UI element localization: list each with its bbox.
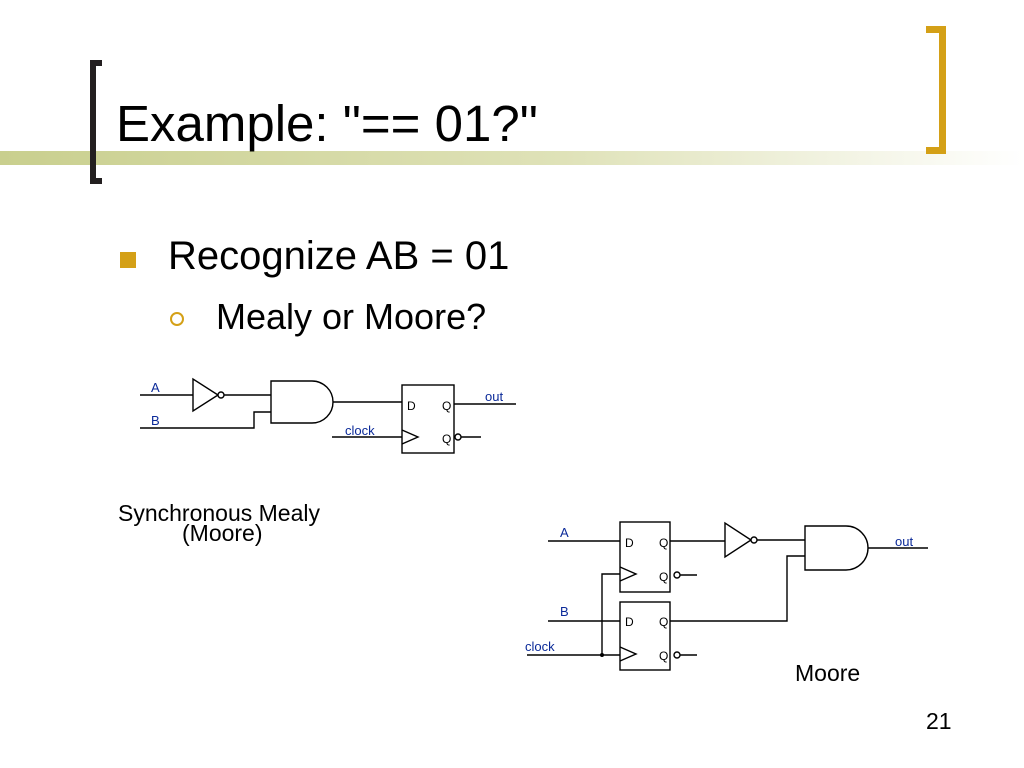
mealy-ff-d-label: D	[407, 399, 416, 413]
bullet-text: Recognize AB = 01	[168, 234, 510, 278]
mealy-inverter	[192, 377, 220, 413]
mealy-and-gate	[270, 380, 334, 424]
moore-input-b-label: B	[560, 604, 569, 619]
moore-and-gate	[804, 525, 869, 571]
moore-ff1-q-label: Q	[659, 536, 668, 550]
page-number: 21	[926, 708, 952, 734]
moore-output-label: out	[895, 534, 913, 549]
moore-input-a-label: A	[560, 525, 569, 540]
moore-ff1-qbar-label: Q	[659, 570, 668, 584]
mealy-circuit: A B clock out D Q Q	[140, 377, 516, 454]
mealy-input-a-label: A	[151, 380, 160, 395]
moore-ff2-d-label: D	[625, 615, 634, 629]
moore-clock-junction	[600, 653, 604, 657]
moore-flip-flop-1	[619, 521, 671, 593]
moore-ff1-qbar-bubble	[673, 571, 681, 579]
mealy-caption: Synchronous Mealy	[118, 500, 320, 526]
moore-circuit: A B clock out D Q Q D Q Q	[525, 521, 928, 671]
moore-ff2-qbar-label: Q	[659, 649, 668, 663]
moore-wire-q2	[670, 555, 805, 622]
moore-caption: Moore	[795, 660, 861, 686]
right-bracket-decoration	[926, 26, 946, 154]
square-bullet-icon	[120, 252, 136, 268]
left-bracket-decoration	[90, 60, 102, 184]
title-accent-bar	[0, 151, 1024, 165]
mealy-input-b-label: B	[151, 413, 160, 428]
moore-ff1-d-label: D	[625, 536, 634, 550]
mealy-caption-alt: (Moore)	[182, 520, 263, 546]
moore-ff2-q-label: Q	[659, 615, 668, 629]
mealy-inverter-bubble	[217, 391, 225, 399]
circle-bullet-icon	[170, 312, 184, 326]
moore-inverter-bubble	[750, 536, 758, 544]
moore-clock-label: clock	[525, 639, 555, 654]
mealy-wire-b	[140, 411, 271, 429]
moore-flip-flop-2	[619, 601, 671, 671]
slide-title: Example: "== 01?"	[116, 95, 538, 152]
mealy-clock-label: clock	[345, 423, 375, 438]
mealy-ff-qbar-label: Q	[442, 432, 451, 446]
mealy-ff-q-label: Q	[442, 399, 451, 413]
mealy-clock-triangle	[401, 429, 420, 445]
moore-ff2-clock-triangle	[619, 646, 638, 662]
moore-inverter	[724, 521, 753, 559]
mealy-flip-flop	[401, 384, 455, 454]
moore-wire-clock-branch	[601, 573, 620, 655]
mealy-qbar-bubble	[454, 433, 462, 441]
sub-bullet-text: Mealy or Moore?	[216, 296, 487, 337]
mealy-output-label: out	[485, 389, 503, 404]
moore-ff1-clock-triangle	[619, 566, 638, 582]
moore-ff2-qbar-bubble	[673, 651, 681, 659]
